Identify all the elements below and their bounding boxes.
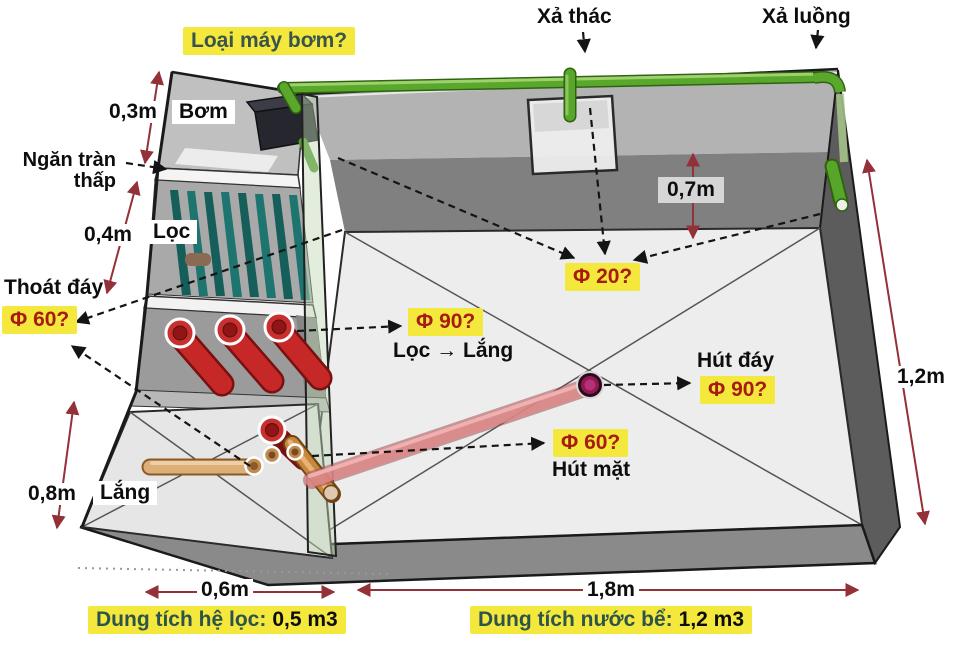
bottom-suction-size: Φ 90? [700, 376, 776, 404]
bottom-drain [576, 371, 604, 399]
divider-glass [300, 92, 338, 558]
filter-to-settling-size: Φ 90? [408, 308, 484, 336]
filter-label: Lọc [146, 220, 198, 245]
filter-plates [170, 190, 310, 300]
pump-type-question: Loại máy bơm? [183, 27, 356, 55]
settling-label: Lắng [93, 481, 158, 506]
bottom-suction-label: Hút đáy [697, 349, 775, 372]
red-pipes [164, 311, 333, 397]
surface-suction-size: Φ 60? [553, 429, 629, 457]
dim-freeboard: 0,7m [658, 177, 724, 204]
pink-suction-pipe [303, 378, 597, 489]
annotation-arrows [70, 29, 825, 467]
filter-to-settling-label: Lọc → Lắng [393, 339, 514, 362]
filter-volume-label: Dung tích hệ lọc:0,5 m3 [88, 606, 346, 634]
dim-settling-chamber: 0,8m [24, 482, 80, 506]
tank-volume-label: Dung tích nước bể:1,2 m3 [470, 606, 753, 634]
top-return-size: Φ 20? [565, 263, 641, 291]
waterfall-outlet-label: Xả thác [537, 5, 612, 28]
dim-filter-chamber: 0,4m [80, 223, 136, 247]
jet-outlet-label: Xả luồng [762, 5, 851, 28]
dim-filter-width: 0,6m [197, 578, 253, 602]
pump-label: Bơm [172, 100, 235, 125]
waterfall-box [526, 67, 619, 176]
dim-tank-height: 1,2m [893, 365, 949, 389]
dim-tank-width: 1,8m [583, 578, 639, 602]
dim-pump-chamber: 0,3m [105, 100, 161, 124]
surface-suction-label: Hút mặt [552, 458, 631, 481]
bottom-drain-label: Thoát đáy [4, 276, 104, 299]
filter-tower [80, 70, 334, 560]
green-return-pipe [277, 71, 849, 212]
bottom-drain-size: Φ 60? [2, 306, 78, 334]
